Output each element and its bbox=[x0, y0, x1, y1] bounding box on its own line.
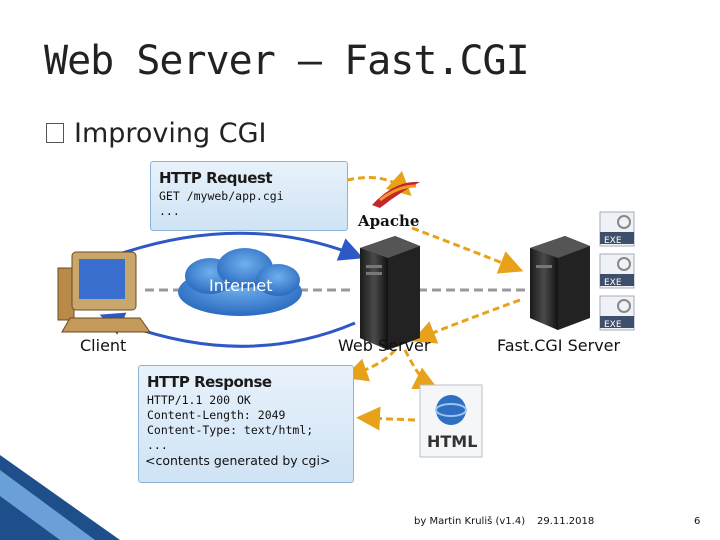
exe-label: EXE bbox=[604, 320, 622, 330]
fastcgi-server-label: Fast.CGI Server bbox=[497, 336, 621, 355]
fastcgi-server-icon bbox=[530, 236, 590, 330]
exe-file-icon bbox=[599, 295, 635, 331]
bullet-box-icon bbox=[46, 122, 64, 143]
http-response-box: HTTP Response HTTP/1.1 200 OK Content-Le… bbox=[138, 365, 354, 483]
slide-title: Web Server – Fast.CGI bbox=[44, 38, 530, 84]
exe-file-icon bbox=[599, 211, 635, 247]
response-line: ... bbox=[147, 438, 168, 452]
response-line: Content-Type: text/html; bbox=[147, 423, 314, 437]
internet-cloud-icon bbox=[178, 248, 302, 316]
apache-logo-icon bbox=[372, 181, 420, 208]
html-label: HTML bbox=[427, 432, 477, 451]
request-heading: HTTP Request bbox=[159, 169, 273, 187]
html-document-icon bbox=[419, 384, 483, 458]
client-label: Client bbox=[80, 336, 127, 355]
exe-file-icon bbox=[599, 253, 635, 289]
html-to-response-arrow bbox=[356, 406, 416, 431]
exe-label: EXE bbox=[604, 236, 622, 246]
response-line: Content-Length: 2049 bbox=[147, 408, 286, 422]
footer-page-number: 6 bbox=[694, 516, 701, 527]
exe-label: EXE bbox=[604, 278, 622, 288]
request-line: GET /myweb/app.cgi bbox=[159, 189, 284, 203]
apache-to-fastcgi-arrow bbox=[411, 226, 524, 274]
response-heading: HTTP Response bbox=[147, 373, 272, 391]
web-server-label: Web Server bbox=[338, 336, 431, 355]
webserver-to-html-arrow bbox=[403, 349, 439, 390]
response-line: HTTP/1.1 200 OK bbox=[147, 393, 251, 407]
apache-label: Apache bbox=[357, 212, 419, 230]
response-line: <contents generated by cgi> bbox=[145, 453, 331, 468]
bullet-text: Improving CGI bbox=[74, 118, 267, 149]
client-computer-icon bbox=[57, 251, 151, 333]
corner-decoration-light bbox=[0, 470, 95, 540]
request-line: ... bbox=[159, 204, 180, 218]
web-server-icon bbox=[360, 236, 420, 350]
fastcgi-to-webserver-arrow bbox=[411, 298, 521, 344]
corner-decoration bbox=[0, 455, 120, 540]
footer-date: 29.11.2018 bbox=[537, 516, 595, 527]
footer-author: by Martin Kruliš (v1.4) bbox=[414, 516, 526, 527]
bullet-item: Improving CGI bbox=[46, 118, 266, 149]
http-request-box: HTTP Request GET /myweb/app.cgi ... bbox=[150, 161, 348, 231]
request-arrow bbox=[107, 231, 364, 261]
internet-label: Internet bbox=[209, 276, 273, 295]
